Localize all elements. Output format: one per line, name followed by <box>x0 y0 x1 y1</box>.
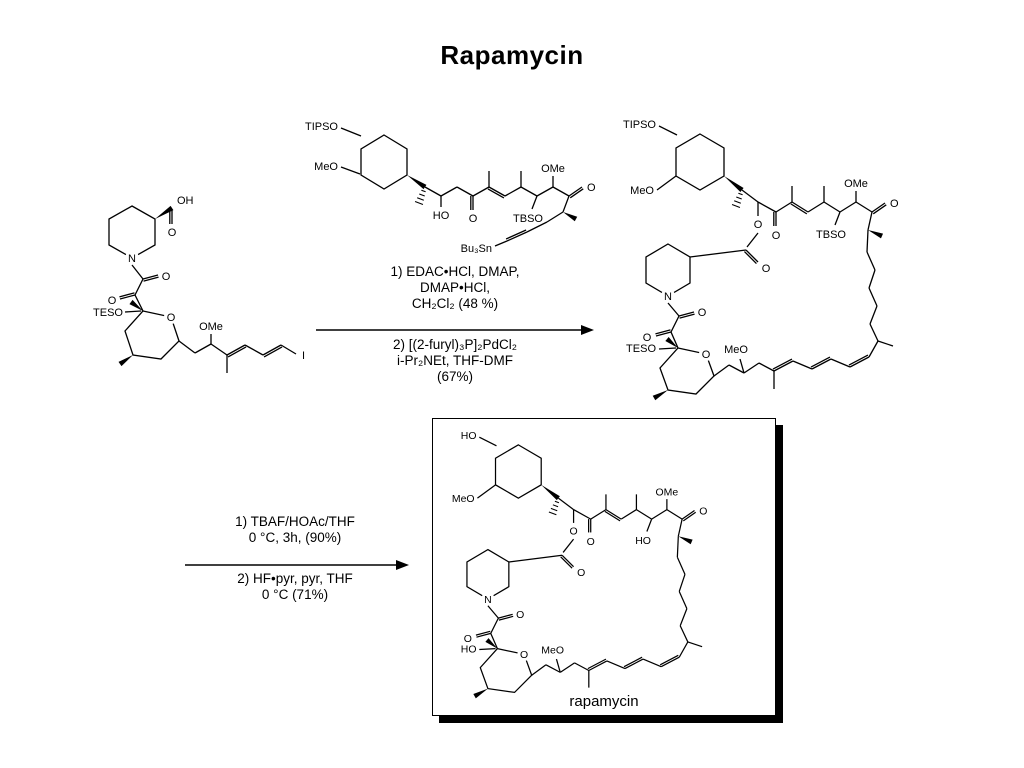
ket1-label: O <box>469 213 478 225</box>
ring-o-label: O <box>520 650 528 661</box>
condition-line: CH₂Cl₂ (48 %) <box>411 296 499 311</box>
meo-label: MeO <box>452 494 475 505</box>
ket1-label: O <box>587 537 595 548</box>
condition-line: DMAP•HCl, <box>420 280 490 295</box>
ome-label: OMe <box>541 163 565 175</box>
tbs-label: TBSO <box>513 213 543 225</box>
bot-silyl-label: HO <box>461 644 477 655</box>
reaction2-conditions-below: 2) HF•pyr, pyr, THF 0 °C (71%) <box>175 571 415 603</box>
reaction1-conditions-below: 2) [(2-furyl)₃P]₂PdCl₂ i-Pr₂NEt, THF-DMF… <box>315 337 595 385</box>
condition-line: 1) EDAC•HCl, DMAP, <box>390 264 520 279</box>
mid-silyl-label: HO <box>635 536 651 547</box>
n-label: N <box>664 291 672 303</box>
ket2-label: O <box>890 198 899 210</box>
ester-co-label: O <box>762 263 771 275</box>
top-silyl-label: TIPSO <box>623 119 656 131</box>
ho-label: HO <box>433 210 450 222</box>
amide-o-label: O <box>162 271 171 283</box>
silyl-label: TESO <box>93 307 123 319</box>
ester-co-label: O <box>577 568 585 579</box>
condition-line: 0 °C (71%) <box>261 587 329 602</box>
condition-line: i-Pr₂NEt, THF-DMF <box>397 353 513 368</box>
reaction-arrow-2 <box>185 560 409 570</box>
meo-label: MeO <box>314 161 338 173</box>
ester-o-label: O <box>754 219 763 231</box>
reaction-arrow-1 <box>316 325 594 335</box>
keto-o-label: O <box>464 634 472 645</box>
amide-o-label: O <box>698 307 707 319</box>
ome-label: OMe <box>656 487 679 498</box>
chain-meo-label: MeO <box>724 344 748 356</box>
ket2-label: O <box>587 182 596 194</box>
chain-meo-label: MeO <box>541 645 564 656</box>
n-label: N <box>484 595 492 606</box>
condition-line: (67%) <box>436 369 473 384</box>
condition-line: 1) TBAF/HOAc/THF <box>235 514 355 529</box>
mid-silyl-label: TBSO <box>816 229 846 241</box>
tips-label: TIPSO <box>305 121 338 133</box>
ome-label: OMe <box>844 178 868 190</box>
product-caption: rapamycin <box>569 693 639 710</box>
condition-line: 0 °C, 3h, (90%) <box>248 530 342 545</box>
arrow-head-icon <box>396 560 409 570</box>
bot-silyl-label: TESO <box>626 343 656 355</box>
n-label: N <box>128 253 136 265</box>
condition-line: 2) HF•pyr, pyr, THF <box>237 571 353 586</box>
stannyl-label: Bu₃Sn <box>461 243 492 255</box>
acid-o-label: O <box>168 227 177 239</box>
keto-o-label: O <box>643 332 652 344</box>
amide-o-label: O <box>516 610 524 621</box>
meo-label: MeO <box>630 185 654 197</box>
reaction1-conditions-above: 1) EDAC•HCl, DMAP, DMAP•HCl, CH₂Cl₂ (48 … <box>315 264 595 312</box>
reaction2-conditions-above: 1) TBAF/HOAc/THF 0 °C, 3h, (90%) <box>175 514 415 546</box>
top-silyl-label: HO <box>461 431 477 442</box>
ring-o-label: O <box>702 349 711 361</box>
iodide-label: I <box>302 350 305 362</box>
ome-label: OMe <box>199 321 223 333</box>
arrow-head-icon <box>581 325 594 335</box>
page-title: Rapamycin <box>440 40 584 70</box>
ket1-label: O <box>772 230 781 242</box>
ket2-label: O <box>699 506 707 517</box>
ring-o-label: O <box>167 312 176 324</box>
condition-line: 2) [(2-furyl)₃P]₂PdCl₂ <box>393 337 517 352</box>
oh-label: OH <box>177 195 194 207</box>
keto-o-label: O <box>108 295 117 307</box>
ester-o-label: O <box>570 526 578 537</box>
